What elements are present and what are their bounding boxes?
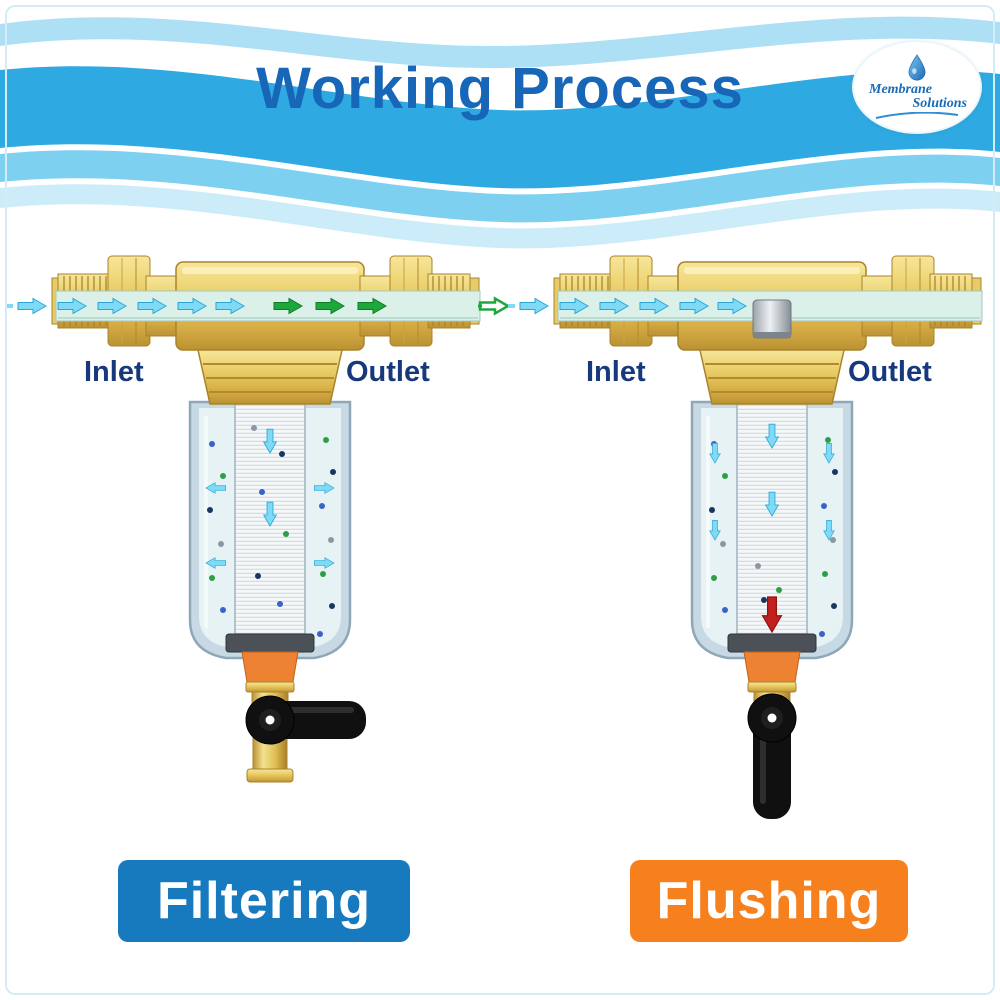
wave-band-pale <box>0 184 1000 249</box>
water-drop-icon <box>908 54 926 81</box>
inlet-label: Inlet <box>84 356 144 388</box>
logo-text-line2: Solutions <box>912 96 967 111</box>
diagram-flushing: Inlet Outlet <box>502 248 1000 828</box>
filtering-badge: Filtering <box>118 860 410 942</box>
logo-swoosh <box>875 111 959 119</box>
drain-valve-closed <box>225 633 366 783</box>
brand-logo: Membrane Solutions <box>854 42 980 132</box>
wave-banner <box>0 16 1000 249</box>
outlet-label: Outlet <box>346 356 430 388</box>
sediment-particles <box>709 437 838 637</box>
wave-stripe-top <box>0 16 1000 69</box>
drain-valve-open <box>727 633 817 819</box>
wave-band-light <box>0 150 1000 223</box>
logo-text-line1: Membrane <box>869 82 932 98</box>
flushing-badge: Flushing <box>630 860 908 942</box>
filter-illustration-filtering <box>6 255 510 783</box>
filter-illustration-flushing <box>508 255 983 819</box>
flow-arrows-filtering <box>6 297 510 569</box>
flush-piston <box>752 299 792 339</box>
diagram-filtering: Inlet Outlet <box>0 248 520 828</box>
page-title: Working Process <box>256 56 744 121</box>
outlet-label: Outlet <box>848 356 932 388</box>
inlet-label: Inlet <box>586 356 646 388</box>
flow-arrows-flushing <box>508 298 835 633</box>
sediment-particles <box>207 425 336 637</box>
wave-band-main <box>0 66 1000 189</box>
